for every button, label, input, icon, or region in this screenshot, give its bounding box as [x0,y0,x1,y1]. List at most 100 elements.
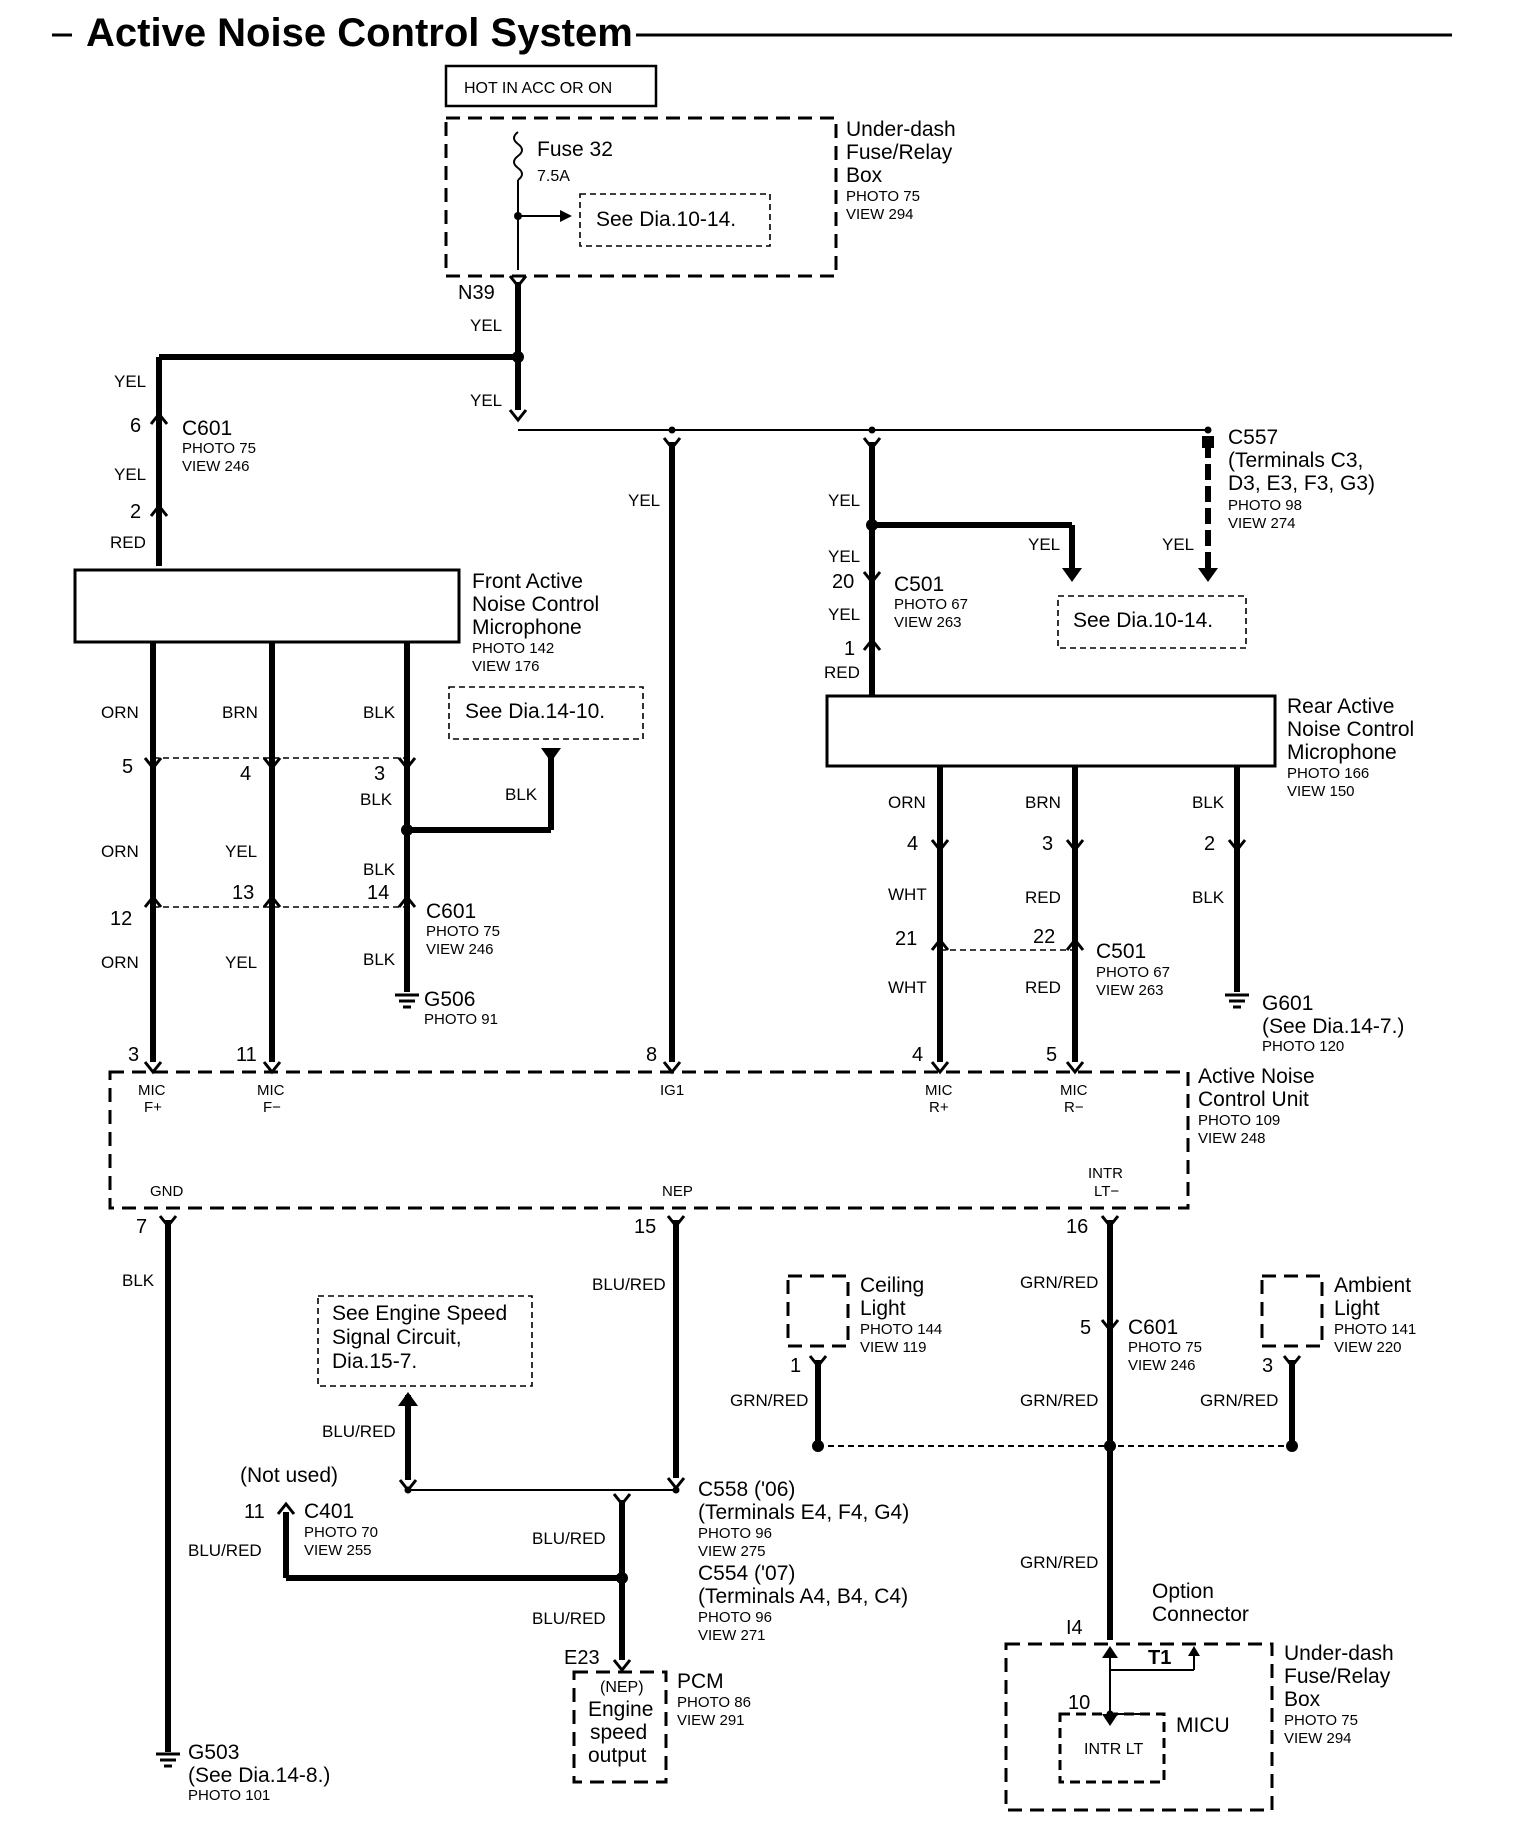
engine-ref-lines-1-text: Signal Circuit, [332,1326,462,1349]
wire-colors-red-text: RED [110,533,146,552]
anc-unit: 3 MIC F+ 11 MIC F− 8 IG1 4 MIC R+ 5 MIC … [108,1044,1315,1238]
fuse-box-bottom-view-text: VIEW 294 [1284,1730,1352,1747]
anc-unit-top-pins-3-num-text: 4 [912,1044,923,1066]
front-mic-pins-lower-2-text: 14 [367,882,389,904]
c601-b-view-text: VIEW 246 [426,941,494,958]
wire-colors-yel-text: YEL [1028,535,1060,554]
c558-view-text: VIEW 275 [698,1543,766,1560]
rear-mic-name-lines-1-text: Noise Control [1287,718,1414,741]
c601-b-name-text: C601 [426,900,476,923]
wire-colors-yel-text: YEL [1162,535,1194,554]
rear-mic: Rear Active Noise Control Microphone PHO… [825,694,1414,800]
anc-unit-top-pins-4-num-text: 5 [1046,1044,1057,1066]
wire-colors-red-text: RED [1025,978,1061,997]
wire-colors-grn-red-text: GRN/RED [1020,1553,1098,1572]
pcm-terminal-text: E23 [564,1647,600,1669]
rear-mic-photo-text: PHOTO 166 [1287,765,1369,782]
wire-colors-red-text: RED [1025,888,1061,907]
diagram-title: Active Noise Control System [86,11,633,55]
anc-unit-top-pins-0-l2-text: F+ [144,1099,162,1116]
rear-feed: YEL YEL YEL 20 YEL 1 RED C501 PHOTO 67 V… [824,437,1247,696]
rear-mic-view-text: VIEW 150 [1287,783,1355,800]
wire-colors-blk-text: BLK [122,1271,155,1290]
front-mic-pins-upper-2-text: 3 [374,763,385,785]
anc-unit-top-pins-2-l1-text: IG1 [660,1082,684,1099]
anc-unit-name-lines-0-text: Active Noise [1198,1065,1315,1088]
see-ref-top: See Dia.10-14. [596,208,736,231]
gnd-wire: BLK G503 (See Dia.14-8.) PHOTO 101 [122,1215,330,1804]
c501-b-name-text: C501 [1096,940,1146,963]
wire-colors-yel-text: YEL [828,491,860,510]
c557-lines-1-text: D3, E3, F3, G3) [1228,472,1375,495]
anc-unit-bottom-pins-0-num-text: 7 [136,1216,147,1238]
wire-colors-yel-text: YEL [114,372,146,391]
g601-ref-text: (See Dia.14-7.) [1262,1015,1404,1038]
wire-colors-blu-red-text: BLU/RED [592,1275,666,1294]
wire-colors-red-text: RED [824,663,860,682]
anc-unit-name-lines-1-text: Control Unit [1198,1088,1309,1111]
wire-colors-blk-text: BLK [363,703,396,722]
c501-a-pin-bottom-text: 1 [844,638,855,660]
rear-mic-name-lines-2-text: Microphone [1287,741,1397,764]
wire-colors-orn-text: ORN [101,842,139,861]
c554-terminals-text: (Terminals A4, B4, C4) [698,1585,908,1608]
wire-colors-blk-text: BLK [363,860,396,879]
c501-a-name-text: C501 [894,573,944,596]
wire-colors-orn-text: ORN [101,703,139,722]
ceiling-light-lines-1-text: Light [860,1297,906,1320]
fuse-name: Fuse 32 [537,138,613,161]
anc-unit-top-pins-1-num-text: 11 [236,1044,257,1066]
c401-name-text: C401 [304,1500,354,1523]
front-mic-photo-text: PHOTO 142 [472,640,554,657]
anc-unit-top-pins-2-num-text: 8 [646,1044,657,1066]
wire-colors-wht-text: WHT [888,978,927,997]
anc-unit-bottom-pins-1-l1-text: NEP [662,1183,693,1200]
wire-colors-grn-red-text: GRN/RED [1200,1391,1278,1410]
engine-ref-l1: See Engine Speed [332,1302,507,1325]
fuse-box-top-name-lines-2-text: Box [846,164,883,187]
nep-wiring: BLU/RED BLU/RED BLU/RED BLU/RED BLU/RED … [188,1215,909,1660]
ceiling-light-view-text: VIEW 119 [860,1339,926,1356]
wire-colors-brn-text: BRN [222,703,258,722]
anc-unit-top-pins-3-l1-text: MIC [925,1082,953,1099]
anc-unit-bottom-pins-0-l1-text: GND [150,1183,184,1200]
fuse-box-top-view-text: VIEW 294 [846,206,914,223]
c557-view-text: VIEW 274 [1228,515,1296,532]
fuse-box-bottom-name-lines-2-text: Box [1284,1688,1321,1711]
fuse-box-bottom-pin-text: 10 [1068,1692,1090,1714]
ambient-light-photo-text: PHOTO 141 [1334,1321,1416,1338]
c501-a-photo-text: PHOTO 67 [894,596,968,613]
c601-a-pin-top-text: 6 [130,415,141,437]
anc-unit-top-pins-0-l1-text: MIC [138,1082,166,1099]
pcm-lines-3-text: output [588,1744,647,1767]
wire-colors-wht-text: WHT [888,885,927,904]
pcm-view-text: VIEW 291 [677,1712,745,1729]
rear-mic-pins-upper-2-text: 2 [1204,833,1215,855]
micu-label: MICU [1176,1714,1230,1737]
c554-name-text: C554 ('07) [698,1562,795,1585]
wire-colors-yel-text: YEL [828,547,860,566]
c601-a-pin-bottom-text: 2 [130,501,141,523]
g506-photo-text: PHOTO 91 [424,1011,498,1028]
option-connector-lines-0-text: Option [1152,1580,1214,1603]
front-mic-pins-upper-0-text: 5 [122,756,133,778]
anc-unit-bottom-pins-2-l2-text: LT− [1094,1183,1119,1200]
c558-name-text: C558 ('06) [698,1478,795,1501]
ambient-light-view-text: VIEW 220 [1334,1339,1402,1356]
rear-mic-pins-upper-1-text: 3 [1042,833,1053,855]
pcm-lines-2-text: speed [590,1721,647,1744]
pcm-photo-text: PHOTO 86 [677,1694,751,1711]
g503-ref-text: (See Dia.14-8.) [188,1764,330,1787]
wire-colors-blk-text: BLK [363,950,396,969]
anc-unit-top-pins-0-num-text: 3 [128,1044,139,1066]
fuse-box-top-photo-text: PHOTO 75 [846,188,920,205]
pcm: E23 (NEP) Engine speed output PCM PHOTO … [564,1647,751,1784]
pcm-lines-1-text: Engine [588,1698,653,1721]
c601-upper: YEL YEL RED 6 2 C601 PHOTO 75 VIEW 246 [110,357,256,566]
wire-colors-yel-text: YEL [470,316,502,335]
pcm-lines-0-text: (NEP) [600,1679,644,1696]
anc-unit-top-pins-1-l2-text: F− [263,1099,281,1116]
rear-mic-wires: ORN BRN BLK 4 3 2 WHT RED BLK 21 22 WHT … [888,766,1404,1062]
ceiling-light-pin-text: 1 [790,1355,801,1377]
wire-colors-brn-text: BRN [1025,793,1061,812]
